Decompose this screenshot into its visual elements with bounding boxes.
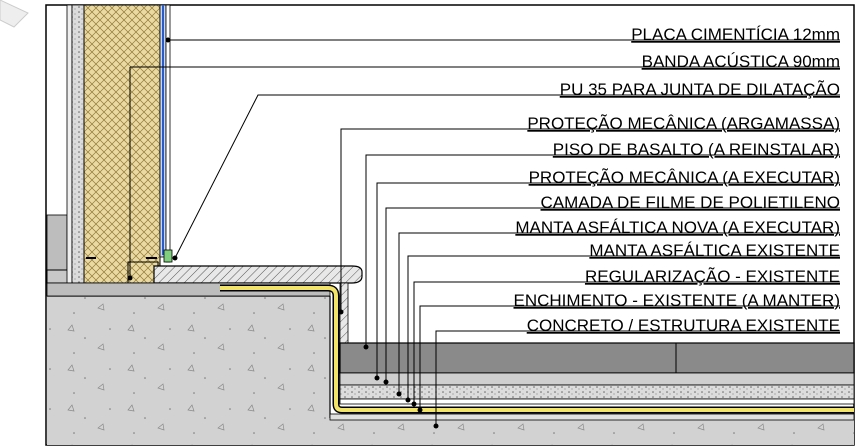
polyethylene-film xyxy=(339,398,855,405)
mortar-protection xyxy=(339,372,855,386)
label-enchimento: ENCHIMENTO - EXISTENTE (A MANTER) xyxy=(514,291,841,310)
dot-enchimento xyxy=(417,407,423,413)
leader-banda xyxy=(129,66,840,278)
label-placa-cimenticia: PLACA CIMENTÍCIA 12mm xyxy=(631,25,840,44)
label-manta-existente: MANTA ASFÁLTICA EXISTENTE xyxy=(589,241,840,260)
label-protecao-executar: PROTEÇÃO MECÂNICA (A EXECUTAR) xyxy=(529,168,840,187)
corner-mark xyxy=(0,0,29,28)
dot-manta-nova xyxy=(396,391,402,397)
existing-concrete xyxy=(47,283,854,445)
leader-concreto xyxy=(435,330,840,426)
dot-argamassa xyxy=(338,309,344,315)
dot-basalto xyxy=(363,344,369,350)
new-asphalt-membrane-fill xyxy=(220,286,854,412)
leader-manta-nova xyxy=(398,232,840,394)
dot-pu xyxy=(172,255,178,261)
dot-manta-exist xyxy=(405,397,411,403)
leader-enchimento xyxy=(419,305,840,410)
label-protecao-argamassa: PROTEÇÃO MECÂNICA (ARGAMASSA) xyxy=(527,114,840,133)
leader-protecao xyxy=(376,182,840,378)
dot-placa xyxy=(165,37,171,43)
leader-basalto xyxy=(365,154,840,347)
label-manta-nova: MANTA ASFÁLTICA NOVA (A EXECUTAR) xyxy=(515,218,840,237)
cement-board-right xyxy=(165,4,171,263)
leader-lines xyxy=(129,39,840,426)
existing-regularization xyxy=(329,413,855,421)
pu-joint-sealant xyxy=(163,249,173,263)
insulation-panel xyxy=(83,4,161,284)
leader-argamassa xyxy=(340,128,840,312)
leader-pu xyxy=(174,94,840,259)
callout-labels: PLACA CIMENTÍCIA 12mm BANDA ACÚSTICA 90m… xyxy=(514,25,841,335)
dot-concreto xyxy=(433,423,439,429)
label-piso-basalto: PISO DE BASALTO (A REINSTALAR) xyxy=(553,140,840,159)
dot-banda xyxy=(127,275,133,281)
wall-layer-left xyxy=(71,4,85,284)
label-concreto: CONCRETO / ESTRUTURA EXISTENTE xyxy=(527,316,840,335)
dot-filme xyxy=(383,379,389,385)
stone-threshold xyxy=(153,265,363,284)
label-banda-acustica: BANDA ACÚSTICA 90mm xyxy=(642,52,840,71)
label-pu-35: PU 35 PARA JUNTA DE DILATAÇÃO xyxy=(560,80,840,99)
left-wall-base xyxy=(46,214,68,271)
label-filme-polietileno: CAMADA DE FILME DE POLIETILENO xyxy=(541,193,840,212)
dot-protecao xyxy=(374,375,380,381)
leader-manta-exist xyxy=(407,255,840,400)
dot-regularizacao xyxy=(411,401,417,407)
leader-filme xyxy=(385,207,840,382)
new-mechanical-protection xyxy=(339,384,855,400)
leader-regularizacao xyxy=(413,281,840,404)
basalt-floor xyxy=(339,342,855,374)
label-regularizacao: REGULARIZAÇÃO - EXISTENTE xyxy=(585,267,840,286)
cement-board-left xyxy=(66,4,73,284)
leader-dots xyxy=(127,37,439,429)
